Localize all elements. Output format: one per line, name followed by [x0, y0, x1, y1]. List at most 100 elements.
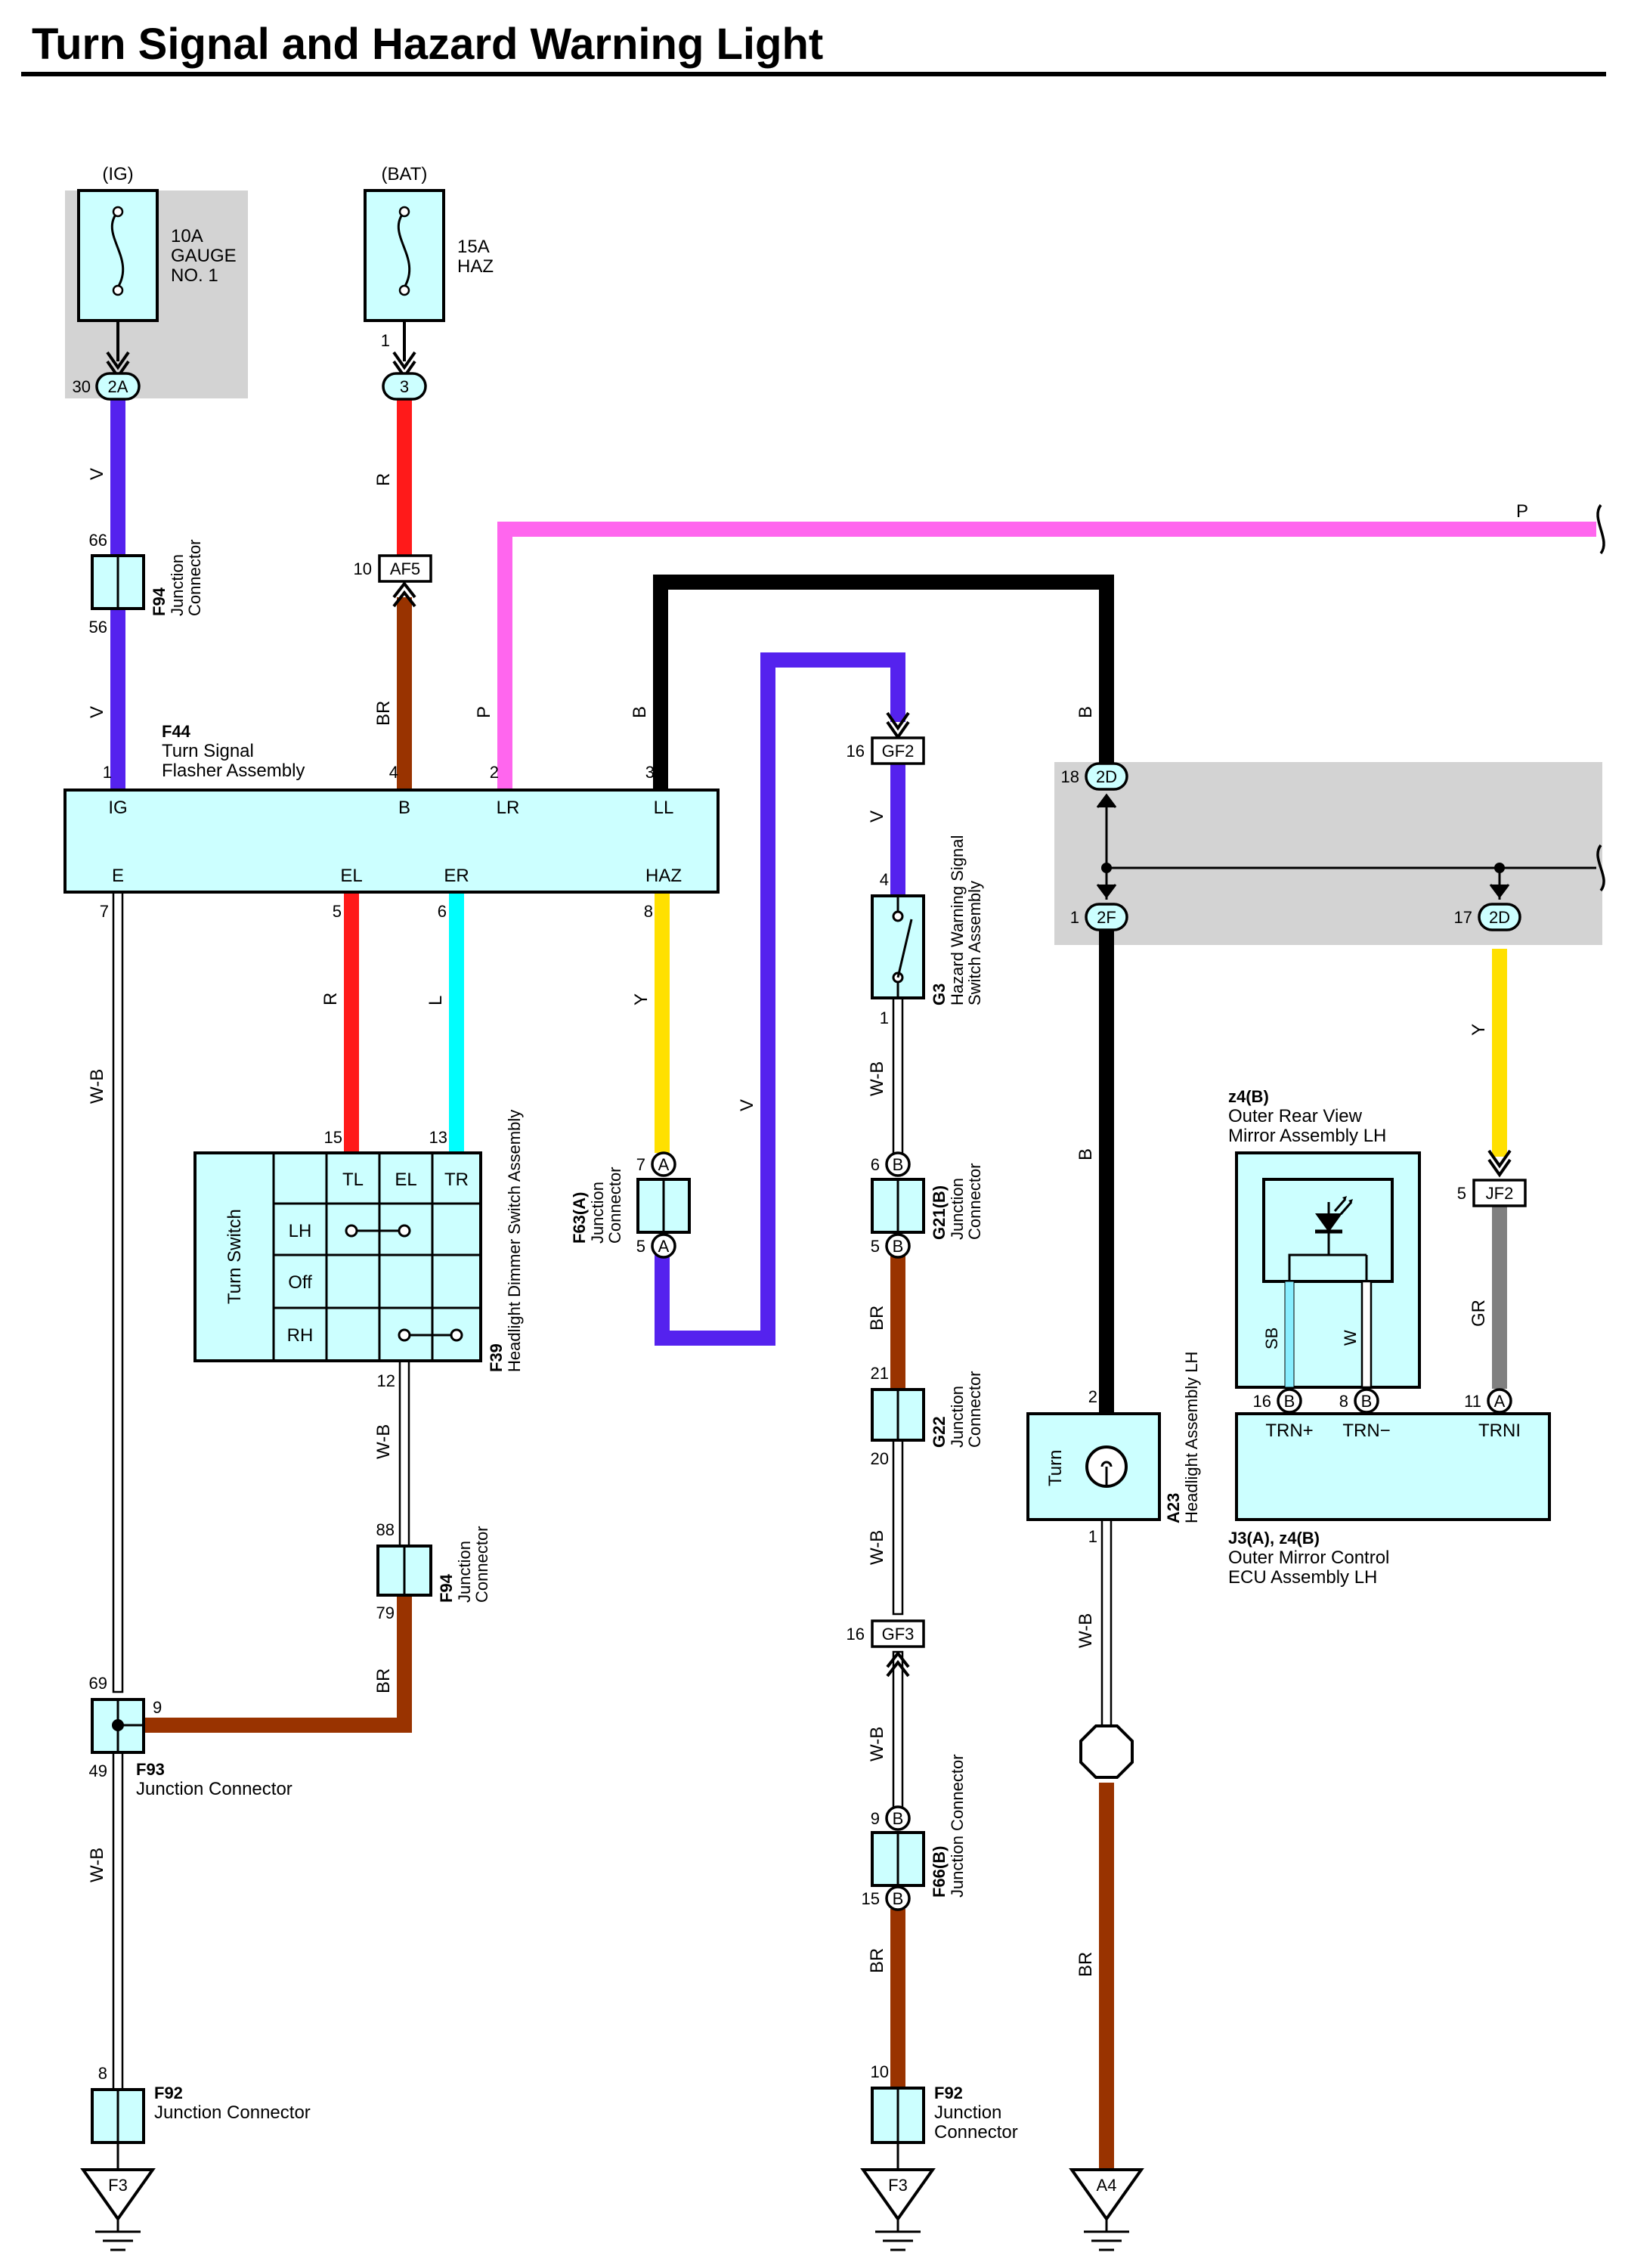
svg-text:10: 10	[871, 2062, 889, 2081]
hazard-switch: 4 1 G3 Hazard Warning Signal Switch Asse…	[871, 835, 984, 1027]
svg-text:Junction Connector: Junction Connector	[136, 1779, 292, 1799]
svg-text:2: 2	[490, 763, 499, 782]
svg-text:BR: BR	[373, 701, 394, 726]
svg-text:LR: LR	[497, 798, 520, 818]
svg-text:TRN−: TRN−	[1342, 1421, 1390, 1441]
svg-text:20: 20	[871, 1449, 889, 1468]
svg-text:Connector: Connector	[934, 2122, 1018, 2143]
svg-text:F63(A): F63(A)	[570, 1192, 589, 1244]
turn-switch: Turn Switch TL EL TR LH Off RH 15 13 12 …	[193, 1110, 524, 1390]
svg-text:W-B: W-B	[867, 1727, 887, 1761]
svg-text:13: 13	[429, 1128, 447, 1147]
svg-text:8: 8	[644, 902, 653, 921]
svg-text:G3: G3	[930, 984, 949, 1005]
svg-text:Junction: Junction	[934, 2102, 1001, 2123]
pin-10-af5: 10	[354, 559, 372, 578]
svg-text:Junction: Junction	[948, 1178, 967, 1240]
fuse-ig: (IG) 10A GAUGE NO. 1 2A 30	[73, 164, 237, 401]
svg-text:F3: F3	[108, 2176, 128, 2195]
svg-text:W-B: W-B	[373, 1424, 394, 1459]
svg-text:LL: LL	[654, 798, 674, 818]
svg-text:Junction: Junction	[948, 1386, 967, 1448]
svg-text:B: B	[893, 1809, 904, 1828]
svg-text:GR: GR	[1469, 1300, 1489, 1327]
svg-text:B: B	[893, 1237, 904, 1256]
svg-text:Junction Connector: Junction Connector	[948, 1754, 967, 1898]
svg-text:W: W	[1341, 1330, 1360, 1346]
svg-text:z4(B): z4(B)	[1228, 1087, 1269, 1106]
wb-f39-f94	[398, 1359, 410, 1548]
svg-text:16: 16	[847, 742, 865, 761]
svg-text:88: 88	[376, 1520, 395, 1539]
svg-text:V: V	[867, 810, 887, 823]
f66-junction: B B 9 15 F66(B) Junction Connector	[862, 1754, 967, 1911]
svg-text:1: 1	[1070, 908, 1079, 927]
f94-top-junction: 66 56 F94 Junction Connector	[89, 531, 204, 637]
conn-2a: 2A	[108, 377, 128, 396]
f92-left-junction: 8 F92 Junction Connector F3	[80, 2064, 311, 2251]
svg-text:BR: BR	[373, 1668, 394, 1693]
svg-text:4: 4	[880, 870, 889, 889]
svg-text:1: 1	[103, 763, 112, 782]
svg-text:5: 5	[871, 1237, 880, 1256]
svg-text:8: 8	[98, 2064, 107, 2083]
svg-text:W-B: W-B	[1076, 1613, 1096, 1648]
svg-text:P: P	[474, 706, 494, 718]
svg-text:E: E	[112, 866, 124, 886]
svg-text:L: L	[426, 996, 446, 1005]
svg-text:2F: 2F	[1097, 908, 1116, 927]
svg-text:B: B	[1076, 1148, 1096, 1160]
conn-3: 3	[400, 377, 409, 396]
svg-text:9: 9	[871, 1809, 880, 1828]
supply-ig-label: (IG)	[102, 164, 133, 184]
svg-text:P: P	[1516, 501, 1528, 522]
svg-text:F66(B): F66(B)	[930, 1846, 949, 1898]
junction-block: 2D 18 2F 1 2D 17	[1061, 762, 1596, 931]
svg-text:A: A	[658, 1237, 670, 1256]
svg-text:EL: EL	[340, 866, 362, 886]
svg-text:B: B	[398, 798, 410, 818]
svg-text:V: V	[87, 468, 107, 480]
svg-text:Turn Signal: Turn Signal	[162, 741, 254, 761]
flasher-code: F44	[162, 722, 191, 741]
wb-g22-gf3	[892, 1439, 904, 1616]
break-marks	[1596, 503, 1605, 892]
supply-bat-label: (BAT)	[382, 164, 428, 184]
svg-text:12: 12	[377, 1371, 395, 1390]
svg-text:Outer Mirror Control: Outer Mirror Control	[1228, 1548, 1389, 1568]
svg-text:IG: IG	[108, 798, 127, 818]
svg-text:79: 79	[376, 1603, 395, 1622]
pin-30: 30	[73, 377, 91, 396]
pin-66: 66	[89, 531, 107, 550]
svg-text:Flasher Assembly: Flasher Assembly	[162, 761, 305, 781]
svg-text:LH: LH	[289, 1221, 312, 1241]
wb-wires	[112, 891, 1113, 2091]
wire-br-f94	[144, 1595, 412, 1733]
gf2-connector: GF2 16	[847, 711, 925, 765]
svg-text:Junction: Junction	[455, 1541, 474, 1603]
wires	[110, 399, 1596, 2170]
wire-b-ll	[653, 575, 1114, 790]
svg-text:A4: A4	[1097, 2176, 1117, 2195]
svg-text:Connector: Connector	[965, 1371, 984, 1448]
svg-text:Outer Rear View: Outer Rear View	[1228, 1106, 1363, 1126]
svg-text:8: 8	[1339, 1392, 1348, 1411]
svg-text:6: 6	[871, 1155, 880, 1174]
svg-text:W-B: W-B	[867, 1530, 887, 1565]
af5-connector: AF5 10	[354, 554, 432, 608]
svg-text:TRN+: TRN+	[1265, 1421, 1313, 1441]
svg-text:B: B	[893, 1155, 904, 1174]
svg-text:1: 1	[880, 1009, 889, 1027]
svg-text:69: 69	[89, 1674, 107, 1693]
svg-text:B: B	[630, 706, 650, 718]
svg-text:W-B: W-B	[87, 1848, 107, 1882]
fuse-haz: (BAT) 15A HAZ 1 3	[364, 164, 494, 401]
svg-text:15: 15	[862, 1889, 880, 1908]
svg-text:RH: RH	[287, 1325, 314, 1346]
g21-junction: B B 6 5 G21(B) Junction Connector	[871, 1151, 984, 1259]
svg-text:F92: F92	[154, 2084, 183, 2102]
svg-text:Headlight Assembly LH: Headlight Assembly LH	[1182, 1352, 1201, 1523]
svg-text:15: 15	[324, 1128, 342, 1147]
fuse-ig-line2: GAUGE	[171, 246, 237, 266]
wb-gf3-f66	[892, 1650, 904, 1821]
